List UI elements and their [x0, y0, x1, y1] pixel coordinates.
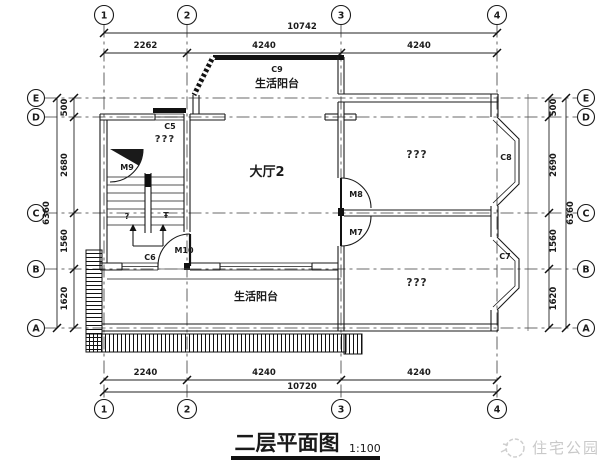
grid-bubble-1-top: 1	[101, 11, 108, 22]
door-m9-leaf	[110, 149, 144, 166]
door-label-m8: M8	[349, 190, 363, 199]
door-label-m10: M10	[174, 246, 194, 255]
stair-mark-left: ?	[125, 212, 130, 221]
dimension-left: 6360 500 2680 1560 1620	[42, 93, 79, 333]
dim-right-seg-4: 1620	[549, 287, 559, 311]
balcony-railing	[85, 249, 363, 355]
dim-bottom-total: 10720	[287, 382, 317, 392]
window-label-c6: C6	[144, 253, 156, 262]
room-label-balcony-bottom: 生活阳台	[234, 289, 278, 303]
dim-bottom-seg-1: 2240	[134, 368, 158, 378]
grid-bubbles-right: E D C B A	[576, 88, 596, 338]
railing-corner	[343, 333, 363, 355]
stair-rail-cap	[145, 174, 151, 187]
dim-left-total: 6360	[42, 201, 52, 225]
grid-bubble-4-top: 4	[494, 11, 501, 22]
room-labels: C9 生活阳台 C5 ??? M9 大厅2 ??? ??? C8 C7 M8 M…	[120, 65, 512, 303]
staircase: ? Ŧ	[107, 173, 184, 247]
grid-bubble-4-bottom: 4	[494, 405, 501, 416]
door-m7-swing	[340, 215, 372, 247]
window-label-c9: C9	[271, 65, 283, 74]
door-label-m9: M9	[120, 163, 134, 172]
door-m9-swing	[109, 148, 144, 183]
title-underline	[231, 456, 380, 460]
grid-bubbles-left: E D C B A	[26, 88, 46, 338]
dim-left-seg-1: 500	[60, 99, 70, 117]
door-m8-swing	[340, 177, 372, 209]
dim-bottom-seg-2: 4240	[252, 368, 276, 378]
grid-bubble-1-bottom: 1	[101, 405, 108, 416]
watermark: 住宅公园	[500, 438, 600, 458]
window-label-c7: C7	[499, 252, 510, 261]
dim-left-seg-3: 1560	[60, 229, 70, 253]
dimension-right: 500 2690 1560 1620 6360	[544, 93, 576, 333]
grid-bubble-e-right: E	[583, 94, 590, 105]
grid-bubble-b-right: B	[582, 265, 589, 276]
dim-top-seg-2: 4240	[252, 41, 276, 51]
window-label-c8: C8	[500, 153, 512, 162]
watermark-logo-icon	[505, 438, 525, 458]
bay-window-c7-outline	[496, 236, 520, 311]
bay-window-c8-outline	[496, 116, 520, 207]
window-label-c5: C5	[164, 122, 176, 131]
room-label-balcony-top: 生活阳台	[255, 76, 299, 90]
drawing-title: 二层平面图	[235, 431, 340, 455]
title-block: 二层平面图 1:100	[231, 431, 381, 460]
dimension-top: 10742 2262 4240 4240	[99, 22, 502, 58]
grid-bubble-3-top: 3	[338, 11, 345, 22]
door-label-m7: M7	[349, 228, 363, 237]
watermark-text: 住宅公园	[532, 439, 600, 457]
dimension-bottom: 2240 4240 4240 10720	[99, 368, 502, 397]
dim-top-seg-1: 2262	[134, 41, 158, 51]
room-label-stair-room: ???	[155, 134, 175, 145]
room-label-bedroom-lower: ???	[406, 277, 427, 289]
grid-bubble-2-bottom: 2	[184, 405, 191, 416]
grid-bubble-b-left: B	[32, 265, 39, 276]
dim-top-seg-3: 4240	[407, 41, 431, 51]
dim-left-seg-4: 1620	[60, 287, 70, 311]
dim-right-seg-3: 1560	[549, 229, 559, 253]
grid-bubble-3-bottom: 3	[338, 405, 345, 416]
grid-bubbles-top: 1 2 3 4	[93, 4, 508, 26]
dim-top-total: 10742	[287, 22, 317, 32]
dim-right-total: 6360	[566, 201, 576, 225]
drawing-scale: 1:100	[349, 442, 381, 455]
railing-bottom	[85, 333, 347, 353]
bay-windows	[492, 116, 520, 311]
dim-right-seg-1: 500	[549, 99, 559, 117]
grid-bubbles-bottom: 1 2 3 4	[93, 398, 508, 420]
grid-bubble-e-left: E	[33, 94, 40, 105]
grid-bubble-c-left: C	[33, 209, 40, 220]
room-label-hall: 大厅2	[249, 164, 284, 180]
dim-right-seg-2: 2690	[549, 153, 559, 177]
walls	[99, 55, 529, 332]
dim-left-seg-2: 2680	[60, 153, 70, 177]
room-label-bedroom-upper: ???	[406, 149, 427, 161]
dim-bottom-seg-3: 4240	[407, 368, 431, 378]
grid-bubble-c-right: C	[583, 209, 590, 220]
grid-bubble-d-right: D	[582, 113, 590, 124]
stair-mark-right: Ŧ	[163, 211, 169, 220]
doors	[109, 148, 372, 267]
grid-bubble-a-left: A	[32, 324, 40, 335]
grid-bubble-d-left: D	[32, 113, 40, 124]
grid-bubble-a-right: A	[582, 324, 590, 335]
door-m10-swing	[157, 233, 191, 267]
grid-bubble-2-top: 2	[184, 11, 191, 22]
